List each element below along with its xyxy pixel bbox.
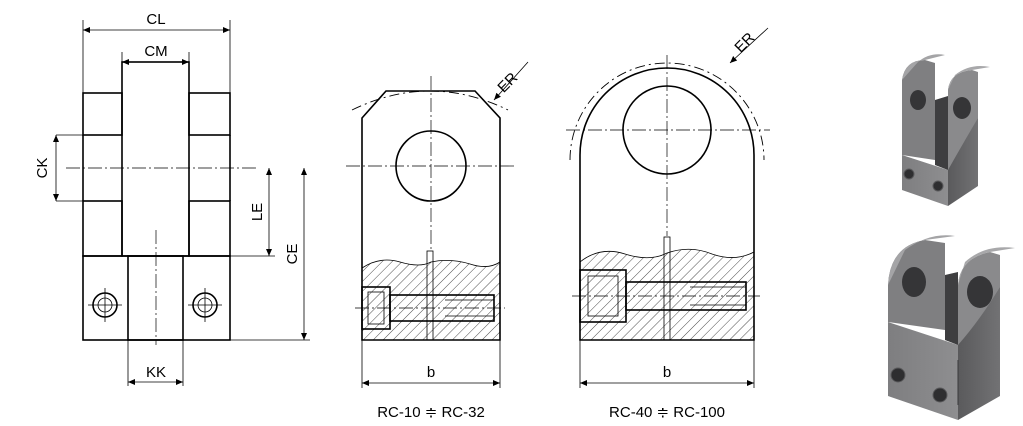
clevis-render-large <box>888 235 1015 420</box>
hatch-block-top-left <box>82 92 123 136</box>
dim-b-label-large: b <box>663 364 671 381</box>
front-view-small: ER b RC-10 ≑ RC-32 <box>346 61 529 421</box>
screw-left-icon <box>88 288 122 322</box>
dim-kk-label: KK <box>146 364 166 381</box>
dim-le-label: LE <box>249 203 266 221</box>
dim-er-label-large: ER <box>731 29 758 56</box>
dim-er-label-small: ER <box>494 69 521 96</box>
dim-cm-label: CM <box>144 43 167 60</box>
hatch-block-mid-left <box>82 200 123 257</box>
dim-ck-label: CK <box>34 158 51 179</box>
dim-b-label-small: b <box>427 364 435 381</box>
screw-right-icon <box>188 288 222 322</box>
hatch-block-top-right <box>188 92 231 136</box>
clevis-render-small <box>902 54 990 206</box>
caption-small: RC-10 ≑ RC-32 <box>377 404 485 421</box>
dim-ce-label: CE <box>284 244 301 265</box>
hatch-block-mid-right <box>188 200 231 257</box>
caption-large: RC-40 ≑ RC-100 <box>609 404 725 421</box>
dim-cl-label: CL <box>146 11 165 28</box>
side-view: CL CM CK LE CE KK <box>34 11 310 386</box>
front-view-large: ER b RC-40 ≑ RC-100 <box>566 27 770 421</box>
